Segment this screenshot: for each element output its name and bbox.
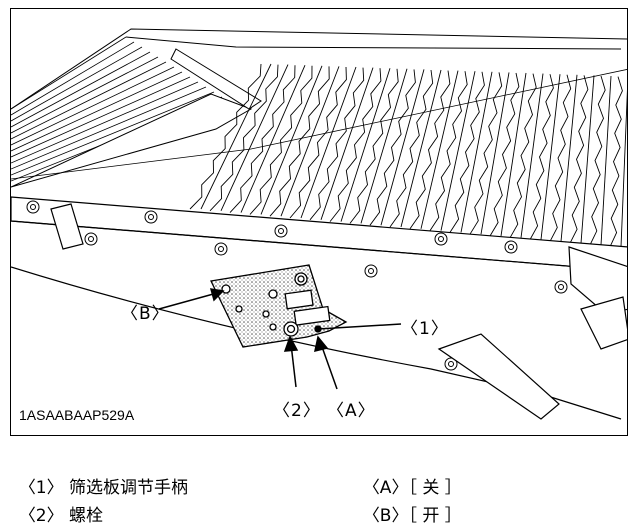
callout-b: 〈B〉	[121, 304, 170, 324]
legend-text-1: 筛选板调节手柄	[69, 478, 189, 498]
upper-slat	[11, 56, 159, 134]
sieve-slat-edge	[320, 67, 374, 220]
sieve-slat	[289, 66, 347, 219]
upper-slat	[11, 86, 207, 170]
sieve-slat	[369, 69, 416, 226]
bolt-center	[148, 214, 154, 220]
sieve-slat-edge	[460, 71, 493, 233]
sieve-slat-edge	[200, 63, 272, 210]
sieve-slat-edge	[340, 68, 391, 222]
upper-slat	[11, 46, 143, 122]
bolt-center	[218, 246, 224, 252]
legend-item-1: 〈1〉 筛选板调节手柄	[8, 453, 188, 498]
bolt-center	[438, 236, 444, 242]
upper-slat	[11, 51, 151, 128]
sieve-slat	[349, 68, 399, 224]
sieve-slat-edge	[400, 69, 442, 228]
sieve-slat-edge	[380, 69, 425, 226]
sieve-slat	[609, 76, 623, 247]
bolt-center	[558, 284, 564, 290]
legend-key-2: 〈2〉	[18, 506, 64, 526]
sieve-slat	[469, 72, 503, 235]
sieve-slat-edge	[580, 75, 595, 244]
figure-frame: 〈B〉 〈1〉 〈2〉 〈A〉 1ASAABAAP529A	[10, 8, 628, 436]
callout-leaders	[158, 288, 402, 390]
upper-slat	[11, 66, 175, 146]
legend-item-b: 〈B〉［ 开 ］	[352, 481, 462, 526]
sieve-slat	[209, 64, 279, 212]
sieve-slat	[509, 73, 537, 239]
sieve-slat-edge	[240, 65, 306, 213]
legend-item-a: 〈A〉［ 关 ］	[352, 453, 462, 498]
sieve-slat	[409, 70, 451, 230]
sieve-slat-edge	[560, 74, 578, 242]
sieve-slat	[229, 65, 296, 213]
upper-slat	[11, 61, 167, 140]
sieve-slat	[329, 68, 382, 222]
side-plates	[11, 246, 627, 420]
sieve-slat-edge	[500, 72, 527, 237]
sieve-slat	[549, 74, 572, 242]
sieve-slat	[489, 72, 520, 237]
sieve-slat	[429, 71, 468, 231]
upper-slat	[11, 81, 199, 164]
upper-slat	[11, 91, 215, 176]
upper-chaff-sieve	[11, 28, 627, 188]
legend-text-b: ［ 开 ］	[408, 506, 462, 526]
callout-2: 〈2〉	[273, 401, 321, 421]
sieve-slat	[589, 75, 606, 246]
upper-slat	[11, 76, 191, 158]
sieve-slat	[309, 67, 365, 221]
legend-key-a: 〈A〉	[362, 478, 409, 498]
bolt-center	[30, 204, 36, 210]
sieve-slat	[529, 74, 554, 240]
bolt-center	[448, 361, 454, 367]
sieve-slat-edge	[420, 70, 459, 229]
legend-text-2: 螺栓	[69, 506, 104, 526]
sieve-slat-edge	[540, 74, 561, 240]
sieve-slat	[249, 65, 313, 215]
legend-key-b: 〈B〉	[362, 506, 409, 526]
upper-slat	[11, 41, 135, 116]
sieve-slat	[389, 69, 434, 228]
legend-text-a: ［ 关 ］	[408, 478, 462, 498]
bolt-center	[368, 268, 374, 274]
sieve-slat	[569, 75, 589, 244]
sieve-adjustment-illustration	[11, 28, 627, 420]
sieve-slat-edge	[360, 68, 408, 224]
bolt-center	[508, 244, 514, 250]
callout-a: 〈A〉	[327, 401, 376, 421]
legend-item-2: 〈2〉 螺栓	[8, 481, 103, 526]
sieve-slat-edge	[520, 73, 544, 238]
sieve-slat-edge	[440, 71, 476, 231]
sieve-slat	[449, 71, 485, 233]
sieve-slat-edge	[600, 75, 612, 246]
adjustment-plate	[210, 264, 348, 348]
bolt-center	[278, 228, 284, 234]
bolt-center	[88, 236, 94, 242]
figure-code: 1ASAABAAP529A	[19, 407, 135, 423]
sieve-slat	[189, 63, 262, 210]
sieve-frame-rail	[11, 196, 627, 272]
legend-key-1: 〈1〉	[18, 478, 64, 498]
adjustable-sieve	[11, 63, 627, 247]
sieve-slat-edge	[220, 64, 289, 211]
upper-slat	[11, 71, 183, 152]
callout-1: 〈1〉	[401, 319, 449, 339]
sieve-slat-edge	[300, 66, 357, 219]
sieve-slat	[269, 66, 330, 217]
upper-slat	[11, 36, 127, 110]
sieve-slat-edge	[280, 66, 340, 217]
sieve-slat-edge	[620, 89, 627, 247]
sieve-slat-edge	[260, 65, 323, 215]
sieve-slat-edge	[480, 72, 510, 235]
